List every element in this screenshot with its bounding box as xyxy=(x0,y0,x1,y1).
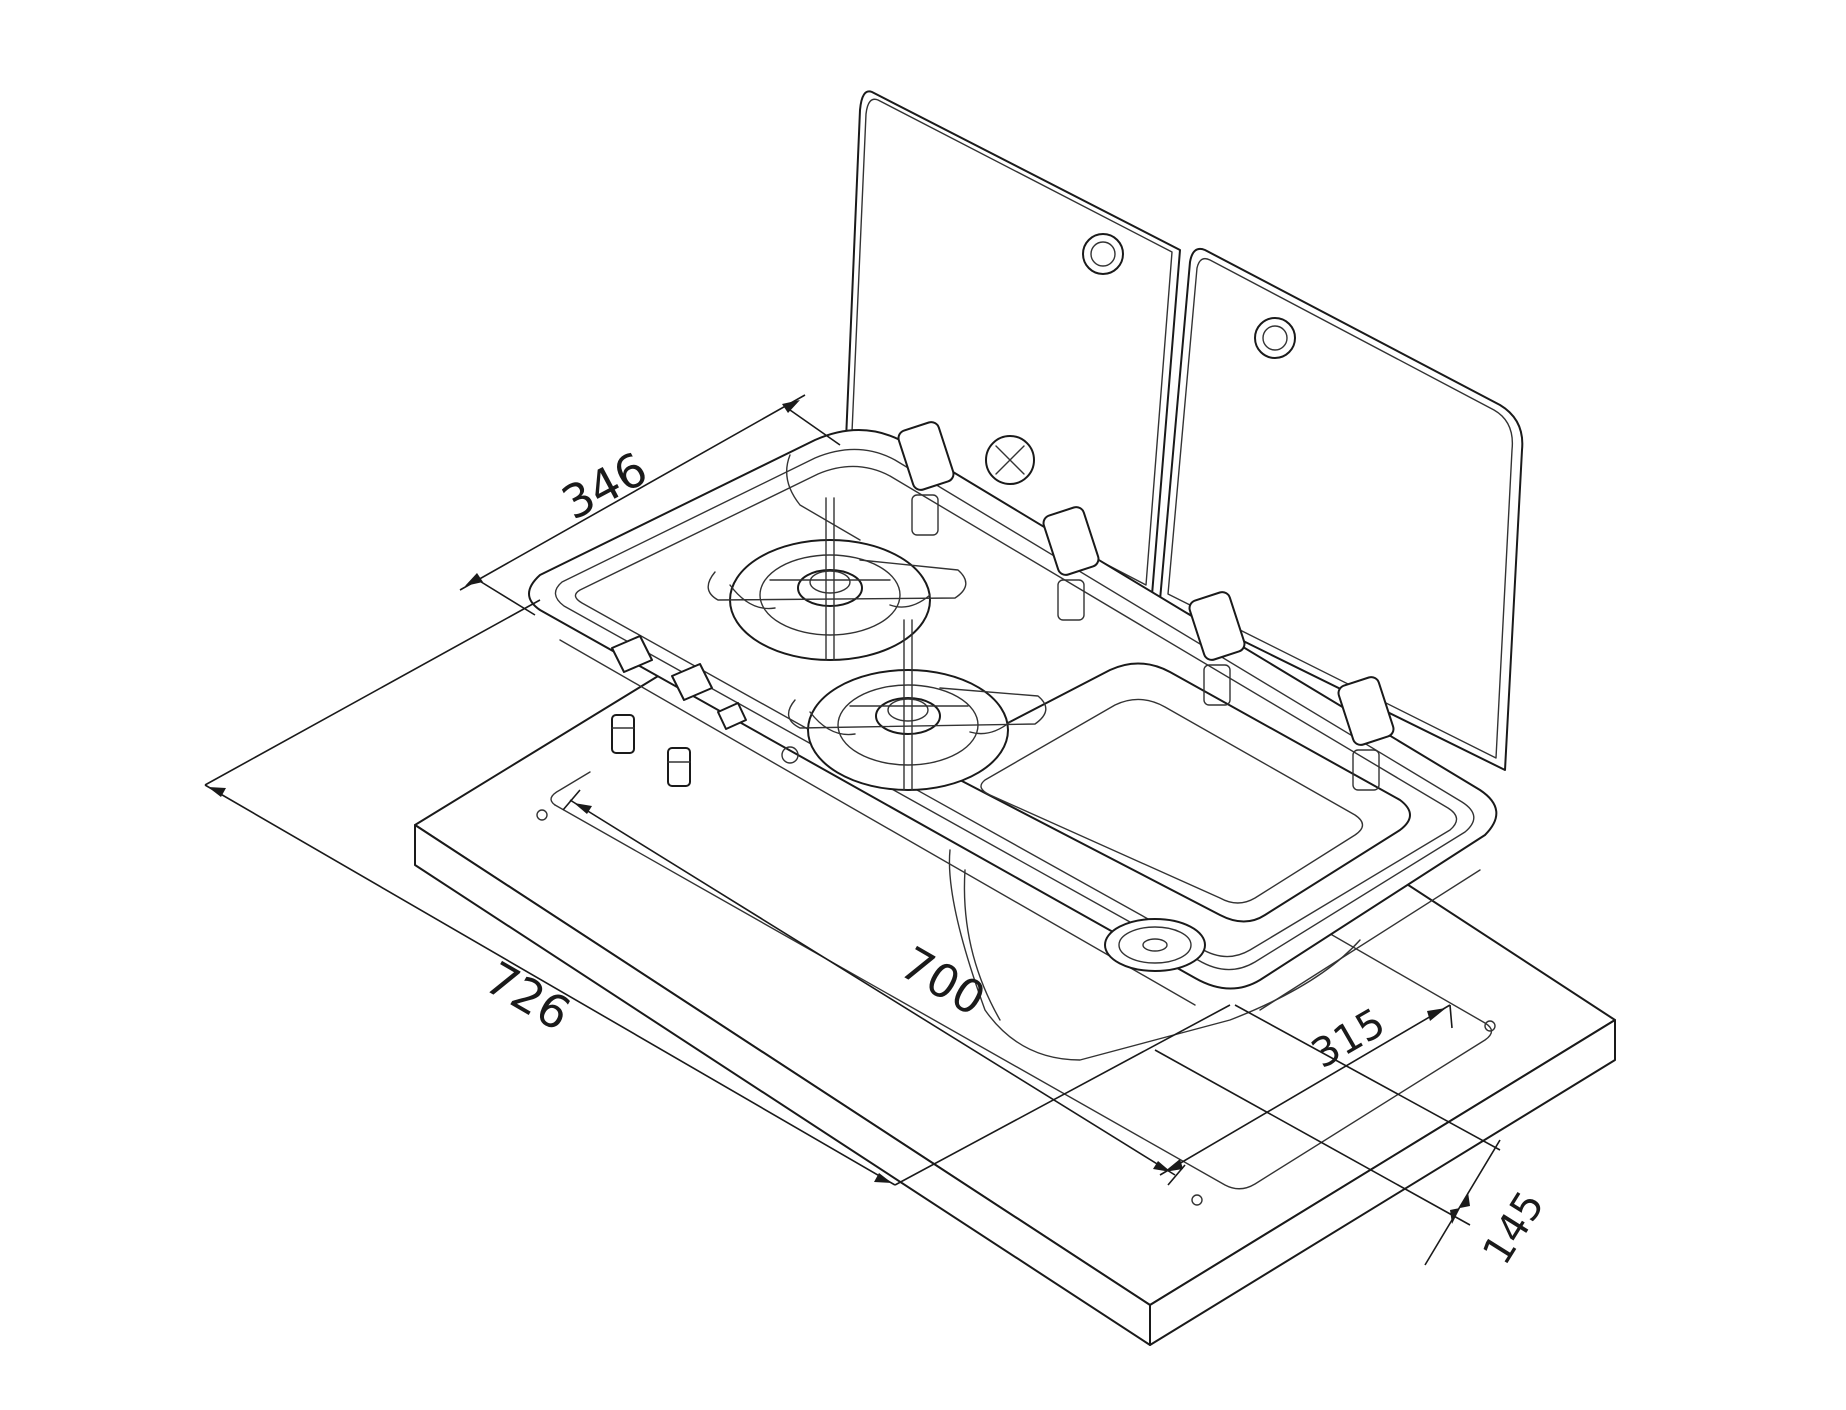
control-knobs xyxy=(611,635,799,764)
drain-plug xyxy=(1142,938,1168,952)
hinge-2 xyxy=(1042,506,1100,621)
lid-knob-right xyxy=(1254,317,1296,359)
worktop-slab xyxy=(414,539,1616,1346)
hinge-3 xyxy=(1188,591,1246,706)
gas-symbol-icon xyxy=(985,435,1035,485)
sink-bowl xyxy=(948,662,1411,1061)
worktop-cutout xyxy=(536,639,1496,1206)
lid-knob-left xyxy=(1082,233,1124,275)
hinges xyxy=(897,421,1395,791)
glass-lid-right xyxy=(1159,247,1524,771)
hinge-4 xyxy=(1337,676,1395,791)
hinge-1 xyxy=(897,421,955,536)
dimension-label-726: 726 xyxy=(476,951,579,1042)
burner-front xyxy=(787,619,1047,791)
burner-rear xyxy=(707,497,967,661)
gas-connectors xyxy=(611,714,691,787)
dimension-label-145: 145 xyxy=(1474,1184,1553,1273)
dimension-label-346: 346 xyxy=(553,441,656,530)
